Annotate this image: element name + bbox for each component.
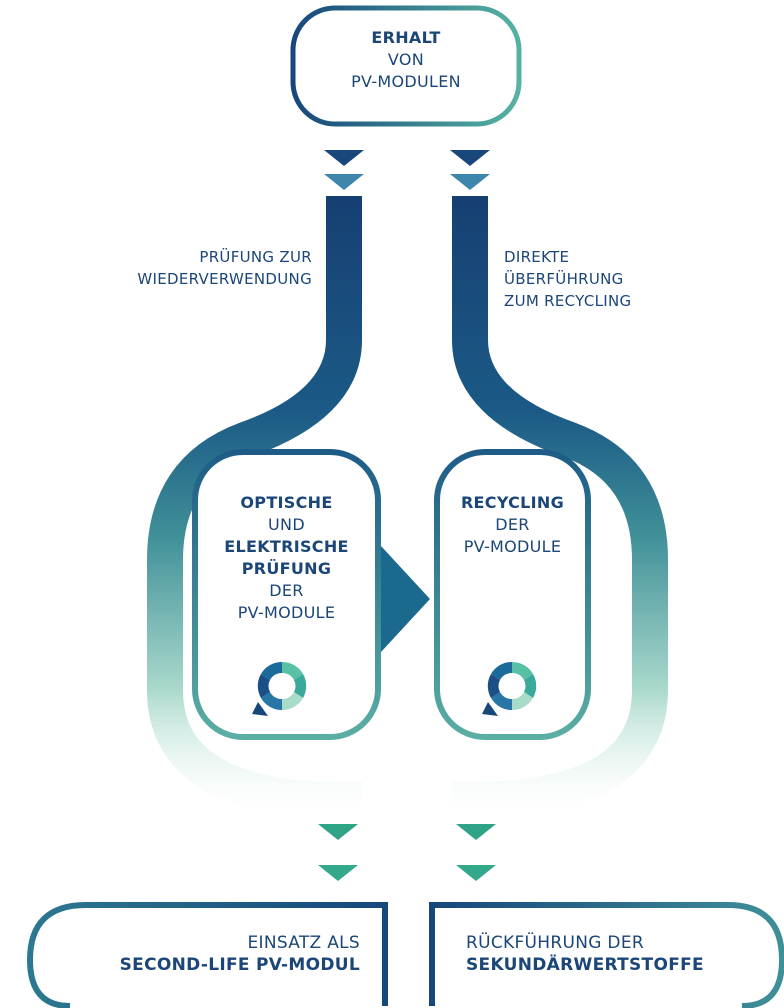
recycling-box-border bbox=[434, 449, 591, 740]
chevron-down-icon bbox=[456, 865, 496, 881]
bottom-right-box-line2: SEKUNDÄRWERTSTOFFE bbox=[466, 955, 704, 975]
top-box: ERHALT VON PV-MODULEN bbox=[293, 27, 519, 93]
test-box: OPTISCHE UND ELEKTRISCHE PRÜFUNG DER PV-… bbox=[195, 492, 378, 624]
chevron-down-icon bbox=[324, 174, 364, 190]
top-box-line3: PV-MODULEN bbox=[351, 72, 461, 91]
recycling-box: RECYCLING DER PV-MODULE bbox=[437, 492, 588, 558]
test-box-line1: OPTISCHE bbox=[240, 493, 333, 512]
bottom-left-box-line1: EINSATZ ALS bbox=[247, 933, 360, 953]
chevron-down-icon bbox=[324, 150, 364, 166]
left-flow-stream bbox=[147, 196, 362, 818]
right-path-label-line1: DIREKTE bbox=[504, 248, 570, 266]
chevron-down-icon bbox=[450, 150, 490, 166]
bottom-right-box-line1: RÜCKFÜHRUNG DER bbox=[466, 933, 644, 953]
top-box-border bbox=[290, 5, 522, 127]
cycle-icon bbox=[252, 661, 307, 716]
bottom-right-box-border bbox=[429, 902, 784, 1008]
top-box-title: ERHALT bbox=[371, 28, 441, 47]
bottom-left-box-line2: SECOND-LIFE PV-MODUL bbox=[119, 955, 360, 975]
arrow-right-icon bbox=[381, 546, 430, 652]
right-path-label-line3: ZUM RECYCLING bbox=[504, 292, 632, 310]
bottom-right-box: RÜCKFÜHRUNG DER SEKUNDÄRWERTSTOFFE bbox=[466, 932, 766, 976]
recycling-box-line3: PV-MODULE bbox=[463, 537, 562, 556]
right-path-label: DIREKTE ÜBERFÜHRUNG ZUM RECYCLING bbox=[504, 246, 631, 312]
test-box-line4: PRÜFUNG bbox=[241, 559, 332, 578]
chevron-down-icon bbox=[450, 174, 490, 190]
left-path-label-line1: PRÜFUNG ZUR bbox=[199, 248, 312, 266]
test-box-line3: ELEKTRISCHE bbox=[224, 537, 349, 556]
chevron-down-icon bbox=[318, 865, 358, 881]
bottom-left-box: EINSATZ ALS SECOND-LIFE PV-MODUL bbox=[60, 932, 360, 976]
recycling-box-line2: DER bbox=[495, 515, 530, 534]
bottom-left-box-border bbox=[26, 902, 388, 1008]
test-box-line2: UND bbox=[268, 515, 305, 534]
right-path-label-line2: ÜBERFÜHRUNG bbox=[504, 270, 624, 288]
left-path-label-line2: WIEDERVERWENDUNG bbox=[137, 270, 312, 288]
test-box-border bbox=[192, 449, 381, 740]
left-path-label: PRÜFUNG ZUR WIEDERVERWENDUNG bbox=[137, 246, 312, 290]
top-box-line2: VON bbox=[387, 50, 425, 69]
test-box-line5: DER bbox=[269, 581, 304, 600]
chevron-down-icon bbox=[318, 824, 358, 840]
chevron-down-icon bbox=[456, 824, 496, 840]
test-box-line6: PV-MODULE bbox=[237, 603, 336, 622]
cycle-icon bbox=[482, 661, 537, 716]
right-flow-stream bbox=[452, 196, 668, 818]
recycling-box-line1: RECYCLING bbox=[460, 493, 565, 512]
